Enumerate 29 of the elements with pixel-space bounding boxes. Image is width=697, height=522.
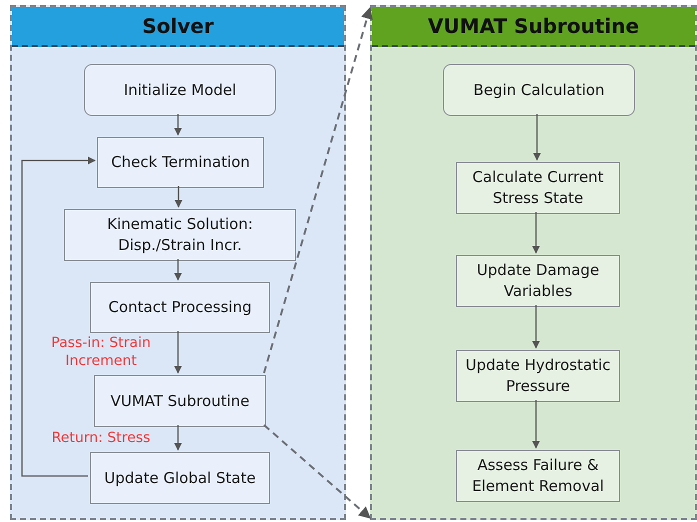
panel-title: Solver	[142, 14, 214, 38]
panel-title: VUMAT Subroutine	[428, 14, 640, 38]
arrow	[174, 259, 182, 281]
process-box: Update Damage Variables	[456, 255, 620, 307]
process-box: Kinematic Solution: Disp./Strain Incr.	[64, 209, 296, 261]
arrow	[21, 156, 96, 477]
arrow	[532, 212, 540, 254]
process-box: Update Global State	[90, 452, 270, 504]
process-box: Update Hydrostatic Pressure	[456, 350, 620, 402]
process-box: Calculate Current Stress State	[456, 162, 620, 214]
arrow	[532, 305, 540, 349]
edge-label: Return: Stress	[50, 428, 152, 447]
process-box: Initialize Model	[84, 64, 276, 116]
arrow	[174, 425, 182, 451]
zoom-line	[263, 424, 371, 519]
panel	[10, 5, 346, 520]
arrow	[533, 114, 541, 161]
process-box: Assess Failure & Element Removal	[456, 450, 620, 502]
panel	[370, 5, 697, 520]
process-box: Begin Calculation	[443, 64, 635, 116]
process-box: Contact Processing	[90, 282, 270, 333]
process-box: Check Termination	[97, 137, 264, 188]
arrow	[532, 400, 540, 449]
zoom-line	[263, 6, 373, 374]
arrow	[174, 114, 182, 136]
process-box: VUMAT Subroutine	[94, 375, 266, 427]
edge-label: Pass-in: Strain Increment	[50, 334, 152, 370]
arrow	[174, 186, 182, 208]
arrow	[174, 331, 182, 374]
